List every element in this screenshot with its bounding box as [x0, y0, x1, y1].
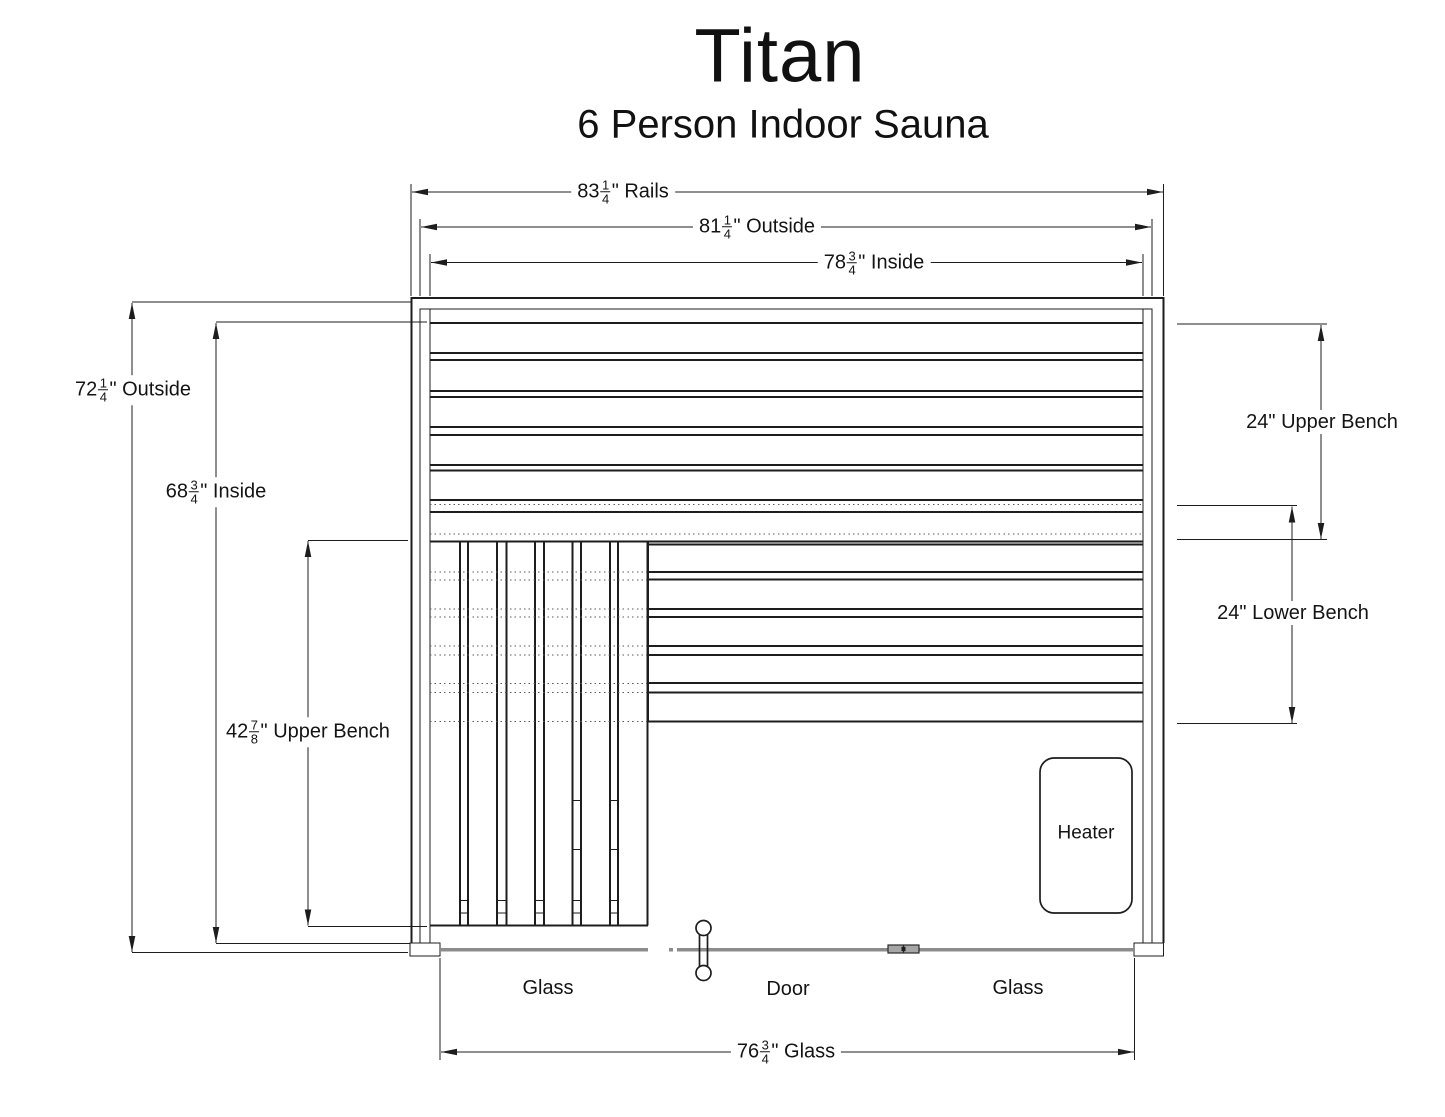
page-subtitle: 6 Person Indoor Sauna [577, 102, 989, 147]
dim-lower-bench-label: 24" Lower Bench [1211, 601, 1375, 625]
door-handle-icon [695, 919, 712, 982]
dimension-lines [131, 184, 1327, 1060]
heater-outline [1039, 757, 1133, 914]
corner-post-left [409, 942, 441, 957]
page-title: Titan [694, 13, 866, 99]
heater-label: Heater [1057, 822, 1115, 844]
glass-left-label: Glass [522, 977, 574, 999]
lower-bench-slats [647, 541, 1143, 723]
sauna-walls [409, 297, 1165, 957]
back-upper-bench-slats [430, 322, 1143, 543]
left-upper-bench-slats [430, 541, 649, 927]
corner-post-right [1133, 942, 1165, 957]
door-hinge-icon [887, 944, 920, 954]
door-label: Door [766, 978, 810, 1000]
dim-upper-bench-label: 24" Upper Bench [1240, 410, 1404, 434]
dimension-arrowheads [128, 188, 1325, 1056]
glass-right-label: Glass [992, 977, 1044, 999]
